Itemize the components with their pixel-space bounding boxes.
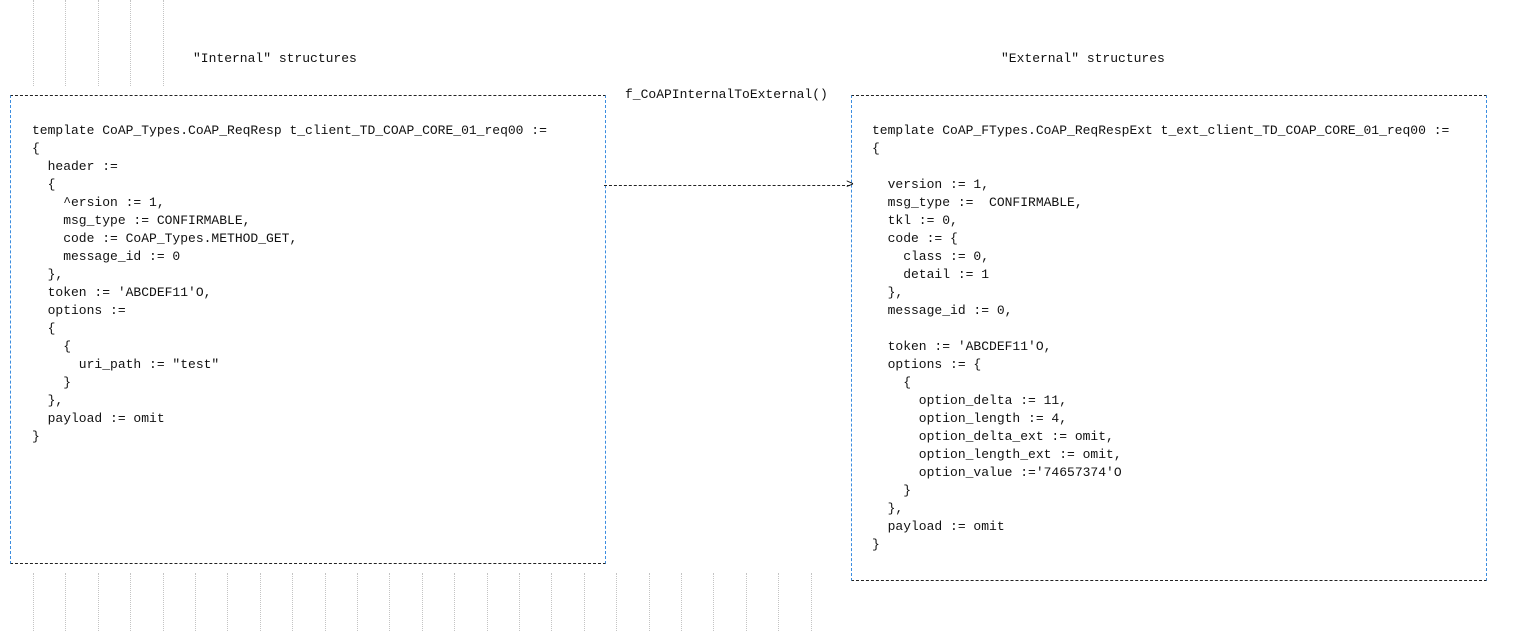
code-line: detail := 1	[872, 267, 990, 282]
internal-structure-box	[10, 95, 606, 564]
code-line: class := 0,	[872, 249, 990, 264]
code-line: code := CoAP_Types.METHOD_GET,	[32, 231, 298, 246]
code-line: {	[32, 321, 56, 336]
internal-heading: "Internal" structures	[193, 51, 357, 66]
guide-line	[292, 573, 294, 631]
code-line: },	[872, 285, 904, 300]
code-line: }	[872, 483, 912, 498]
function-label: f_CoAPInternalToExternal()	[625, 87, 828, 102]
code-line: }	[872, 537, 880, 552]
code-line: option_length := 4,	[872, 411, 1068, 426]
code-line: payload := omit	[872, 519, 1005, 534]
guide-line	[616, 573, 618, 631]
code-line: message_id := 0,	[872, 303, 1013, 318]
code-line	[872, 320, 1449, 338]
code-line: },	[872, 501, 904, 516]
code-line: token := 'ABCDEF11'O,	[32, 285, 212, 300]
guide-line	[227, 573, 229, 631]
code-line: message_id := 0	[32, 249, 181, 264]
code-line: ^ersion := 1,	[32, 195, 165, 210]
code-line: payload := omit	[32, 411, 165, 426]
guide-line	[648, 573, 650, 631]
guide-line	[713, 573, 715, 631]
code-line: },	[32, 267, 64, 282]
guide-line	[130, 0, 132, 86]
guide-line	[357, 573, 358, 631]
code-line: header :=	[32, 159, 118, 174]
guide-line	[810, 573, 812, 631]
guide-line	[65, 573, 67, 631]
external-structure-box	[851, 95, 1487, 581]
guide-line	[65, 0, 67, 86]
internal-template-code: template CoAP_Types.CoAP_ReqResp t_clien…	[32, 122, 547, 446]
guide-line	[97, 573, 99, 631]
guide-line	[778, 573, 780, 631]
code-line: tkl := 0,	[872, 213, 958, 228]
guide-line	[551, 573, 553, 631]
code-line: {	[32, 339, 72, 354]
code-line: options :=	[32, 303, 126, 318]
guide-line	[421, 573, 423, 631]
code-line: code := {	[872, 231, 958, 246]
guide-line	[162, 573, 164, 631]
mapping-arrow	[604, 185, 850, 186]
code-line: },	[32, 393, 64, 408]
guide-line	[745, 573, 747, 631]
guide-line	[389, 573, 391, 631]
code-line: template CoAP_FTypes.CoAP_ReqRespExt t_e…	[872, 123, 1450, 138]
guide-line	[583, 573, 585, 631]
guide-line	[33, 573, 34, 631]
arrow-head-icon: >	[846, 177, 854, 192]
code-line: {	[32, 141, 40, 156]
guide-line	[486, 573, 488, 631]
code-line: {	[32, 177, 56, 192]
code-line: uri_path := "test"	[32, 357, 220, 372]
code-line: {	[872, 141, 880, 156]
guide-line	[162, 0, 164, 86]
guide-line	[259, 573, 261, 631]
external-template-code: template CoAP_FTypes.CoAP_ReqRespExt t_e…	[872, 122, 1449, 554]
code-line: option_length_ext := omit,	[872, 447, 1122, 462]
code-line: msg_type := CONFIRMABLE,	[32, 213, 251, 228]
code-line: }	[32, 375, 72, 390]
guide-line	[454, 573, 456, 631]
guide-line	[195, 573, 196, 631]
code-line: option_delta := 11,	[872, 393, 1068, 408]
guide-line	[97, 0, 99, 86]
guide-line	[324, 573, 326, 631]
code-line: msg_type := CONFIRMABLE,	[872, 195, 1083, 210]
code-line: version := 1,	[872, 177, 990, 192]
code-line: option_delta_ext := omit,	[872, 429, 1114, 444]
code-line: }	[32, 429, 40, 444]
code-line: template CoAP_Types.CoAP_ReqResp t_clien…	[32, 123, 547, 138]
guide-line	[681, 573, 682, 631]
code-line: options := {	[872, 357, 982, 372]
guide-line	[33, 0, 34, 86]
guide-line	[519, 573, 520, 631]
code-line: token := 'ABCDEF11'O,	[872, 339, 1052, 354]
guide-line	[130, 573, 132, 631]
code-line: option_value :='74657374'O	[872, 465, 1122, 480]
external-heading: "External" structures	[1001, 51, 1165, 66]
code-line	[872, 158, 1449, 176]
code-line: {	[872, 375, 912, 390]
